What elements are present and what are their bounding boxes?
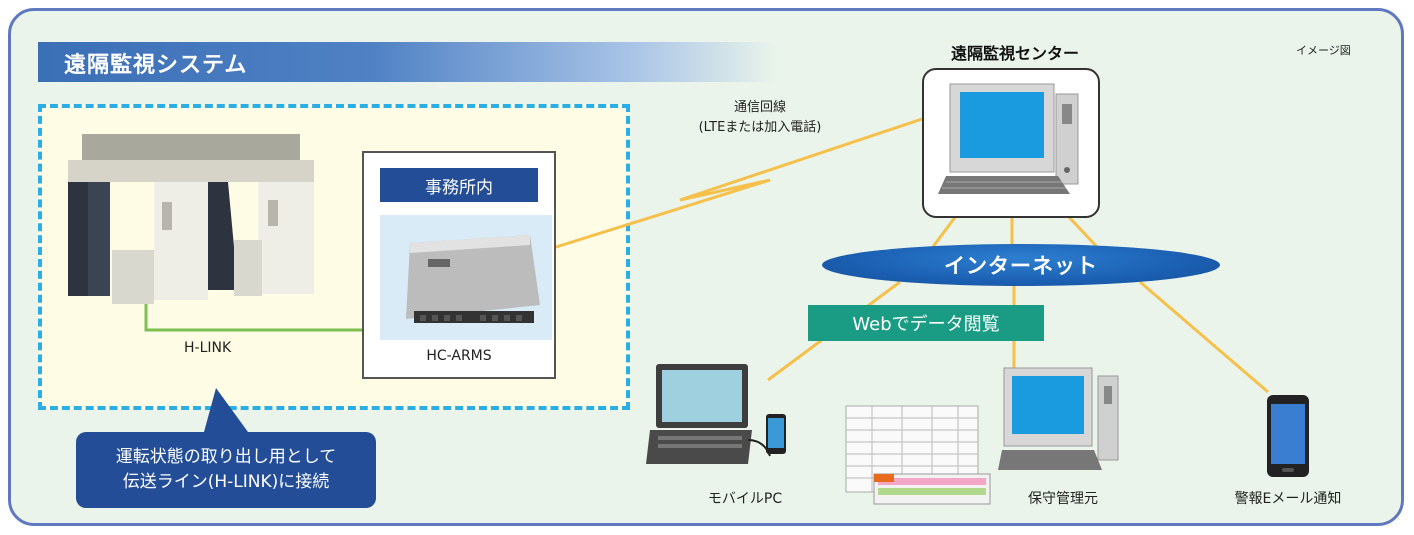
maintenance-label: 保守管理元 xyxy=(1028,491,1098,507)
diagram-title: 遠隔監視システム xyxy=(64,53,248,78)
comm-line xyxy=(539,116,926,254)
internet-cloud: インターネット xyxy=(822,244,1220,286)
data-report-icon xyxy=(845,405,991,505)
mobile-pc-label: モバイルPC xyxy=(707,491,783,507)
outdoor-unit-left xyxy=(68,134,208,304)
desktop-computer-icon xyxy=(938,83,1079,194)
center-internet-line-right xyxy=(1066,214,1100,250)
monitoring-center-box xyxy=(922,68,1100,218)
hc-arms-device-image xyxy=(380,215,552,340)
monitoring-center-title: 遠隔監視センター xyxy=(950,44,1079,63)
mobile-pc-icon xyxy=(646,364,786,464)
outdoor-units-image xyxy=(68,134,314,304)
comm-line-label: 通信回線 (LTEまたは加入電話) xyxy=(660,98,860,138)
hc-arms-label: HC-ARMS xyxy=(426,348,492,364)
internet-email-line xyxy=(1139,280,1269,394)
comm-line-detail: (LTEまたは加入電話) xyxy=(698,120,822,135)
center-internet-line-left xyxy=(930,215,958,249)
hlink-line xyxy=(144,296,364,332)
outdoor-unit-right xyxy=(174,134,314,296)
callout-line1: 運転状態の取り出し用として xyxy=(115,447,337,467)
comm-line-title: 通信回線 xyxy=(733,100,786,115)
maintenance-computer-icon xyxy=(998,367,1119,470)
title-banner xyxy=(38,42,778,82)
office-label: 事務所内 xyxy=(380,168,538,202)
web-data-label: Webでデータ閲覧 xyxy=(808,305,1044,341)
image-note: イメージ図 xyxy=(1296,44,1351,57)
smartphone-icon xyxy=(1267,395,1309,477)
callout-line2: 伝送ライン(H-LINK)に接続 xyxy=(122,472,330,492)
email-alert-label: 警報Eメール通知 xyxy=(1234,491,1342,507)
hlink-label: H-LINK xyxy=(184,340,232,356)
callout-pointer xyxy=(204,388,248,432)
hlink-callout: 運転状態の取り出し用として 伝送ライン(H-LINK)に接続 xyxy=(76,432,376,508)
